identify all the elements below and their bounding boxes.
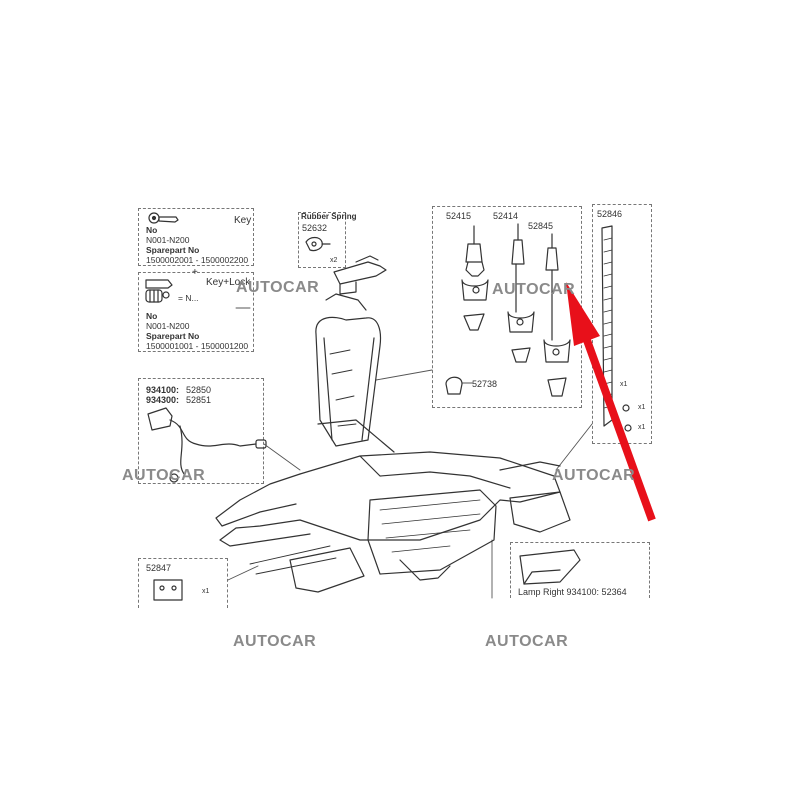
lower-left-qty: x1	[202, 588, 210, 595]
watermark-6: AUTOCAR	[485, 633, 569, 650]
bike-holder-52845-icon	[543, 233, 571, 397]
holder-part-1: 52415	[446, 211, 472, 221]
watermark-5: AUTOCAR	[233, 633, 317, 650]
watermark-2: AUTOCAR	[492, 281, 576, 298]
key-title: Key	[234, 215, 252, 226]
spring-mount-icon	[333, 255, 387, 295]
keylock-no-value: N001-N200	[146, 321, 190, 331]
keylock-no-label: No	[146, 311, 158, 321]
keylock-sparepart-value: 1500001001 - 1500001200	[146, 341, 249, 351]
lamp-icon	[519, 549, 581, 585]
strap-part: 52846	[597, 209, 623, 219]
lower-left-part: 52847	[146, 563, 172, 573]
keylock-sparepart-label: Sparepart No	[146, 331, 200, 341]
keylock-eq-text: = N...	[178, 293, 199, 303]
wiring-line1-part: 52850	[186, 385, 212, 395]
wiring-line2-prefix: 934300:	[146, 395, 180, 405]
bike-holder-52414-icon	[507, 223, 535, 363]
key-icon	[148, 212, 179, 224]
wiring-harness-icon	[147, 407, 267, 483]
watermark-3: AUTOCAR	[122, 467, 206, 484]
holder-part-2: 52414	[493, 211, 519, 221]
holder-part-3: 52845	[528, 221, 554, 231]
rubber-spring-title: Rubber Spring	[301, 212, 357, 221]
wiring-line1-prefix: 934100:	[146, 385, 180, 395]
rubber-spring-icon	[305, 236, 331, 252]
strap-qty-1: x1	[620, 381, 628, 388]
lamp-label: Lamp Right 934100: 52364	[518, 587, 627, 597]
watermark-1: AUTOCAR	[236, 279, 320, 296]
key-lock-icon	[145, 279, 173, 303]
wiring-line2-part: 52851	[186, 395, 212, 405]
keylock-title: Key+Lock	[206, 277, 251, 288]
bike-carrier-icon	[215, 293, 571, 593]
lower-left-box	[138, 558, 228, 608]
strap-qty-2: x1	[638, 404, 646, 411]
red-arrow-icon	[566, 282, 656, 522]
watermark-4: AUTOCAR	[552, 467, 636, 484]
bracket-icon	[153, 579, 183, 601]
strap-qty-3: x1	[638, 424, 646, 431]
bike-holder-52415-icon	[461, 225, 489, 331]
holder-pad-icon	[445, 376, 463, 395]
holder-pad-part: 52738	[472, 379, 498, 389]
rubber-spring-qty: x2	[330, 257, 338, 264]
lamp-box	[510, 542, 650, 598]
key-sparepart-value: 1500002001 - 1500002200	[146, 255, 249, 265]
keylock-plus: +	[192, 267, 198, 278]
rubber-spring-box	[298, 212, 346, 268]
key-no-value: N001-N200	[146, 235, 190, 245]
key-no-label: No	[146, 225, 158, 235]
key-sparepart-label: Sparepart No	[146, 245, 200, 255]
keylock-box	[138, 272, 254, 352]
rubber-spring-part: 52632	[302, 223, 328, 233]
key-box	[138, 208, 254, 266]
wiring-box	[138, 378, 264, 484]
